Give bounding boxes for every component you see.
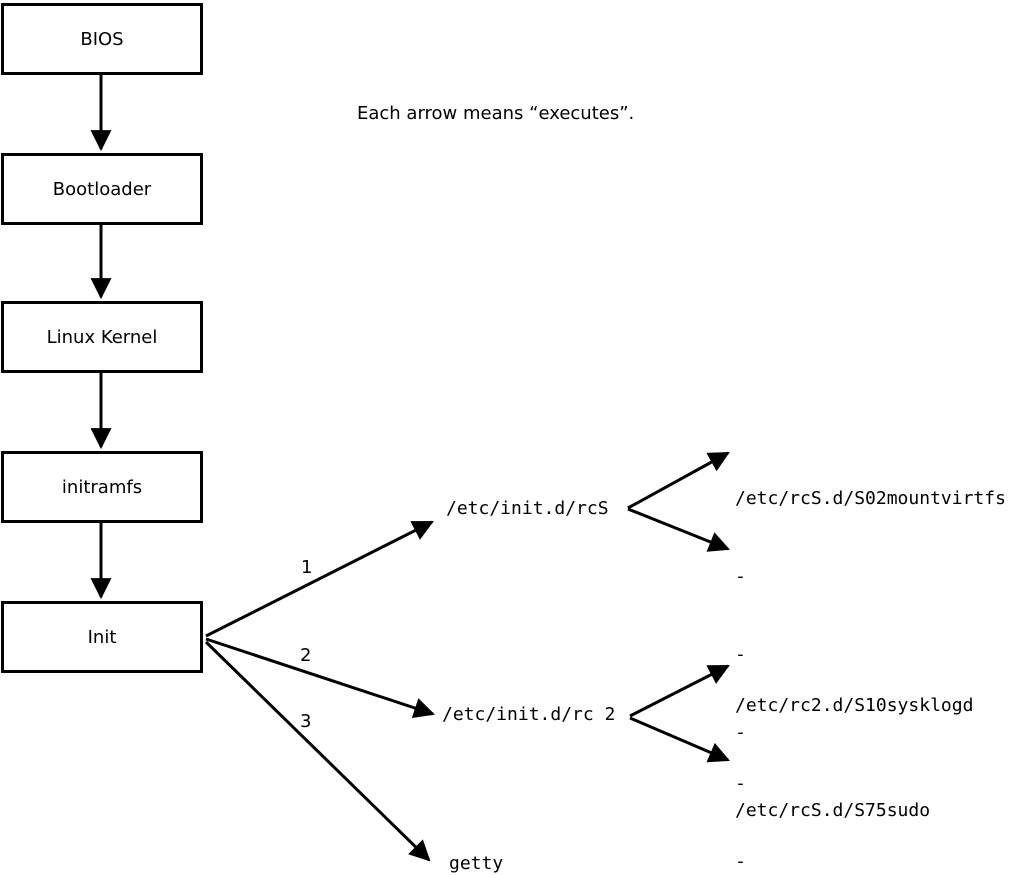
box-initramfs: initramfs (1, 451, 203, 523)
arrow-rcs-to-s75-icon (627, 507, 730, 552)
branch-number-1: 1 (301, 557, 313, 578)
arrow-rcs-to-s02-icon (627, 451, 730, 510)
rcs-children-list: /etc/rcS.d/S02mountvirtfs - - - /etc/rcS… (735, 434, 1006, 875)
label-getty: getty (449, 853, 504, 874)
box-initramfs-label: initramfs (61, 476, 143, 498)
label-rc2-child-s10sysklogd: /etc/rc2.d/S10sysklogd (735, 695, 974, 716)
ellipsis-dash: - (735, 722, 746, 743)
branch-number-2: 2 (300, 645, 312, 666)
arrow-init-to-rc2-icon (205, 637, 435, 719)
label-rc2-script: /etc/init.d/rc 2 (442, 704, 616, 725)
arrow-init-to-getty-icon (204, 640, 431, 862)
box-init: Init (1, 601, 203, 673)
box-bios-label: BIOS (80, 28, 124, 50)
box-linux-kernel-label: Linux Kernel (46, 326, 158, 348)
box-init-label: Init (87, 626, 117, 648)
label-rcs-child-s75sudo: /etc/rcS.d/S75sudo (735, 800, 931, 821)
box-bios: BIOS (1, 3, 203, 75)
ellipsis-dash: - (735, 773, 746, 794)
rc2-children-list: /etc/rc2.d/S10sysklogd - - - /etc/rc2.d/… (735, 641, 973, 875)
ellipsis-dash: - (735, 566, 746, 587)
box-bootloader-label: Bootloader (52, 178, 152, 200)
label-rcs-child-s02mountvirtfs: /etc/rcS.d/S02mountvirtfs (735, 488, 1006, 509)
box-linux-kernel: Linux Kernel (1, 301, 203, 373)
arrow-rc2-to-s10-icon (629, 664, 730, 718)
diagram-caption: Each arrow means “executes”. (357, 103, 635, 124)
arrow-rc2-to-s99-icon (629, 716, 730, 763)
label-rcs-script: /etc/init.d/rcS (446, 498, 609, 519)
branch-number-3: 3 (300, 711, 312, 732)
ellipsis-dash: - (735, 851, 746, 872)
ellipsis-dash: - (735, 644, 746, 665)
arrow-init-to-rcs-icon (205, 520, 434, 638)
box-bootloader: Bootloader (1, 153, 203, 225)
